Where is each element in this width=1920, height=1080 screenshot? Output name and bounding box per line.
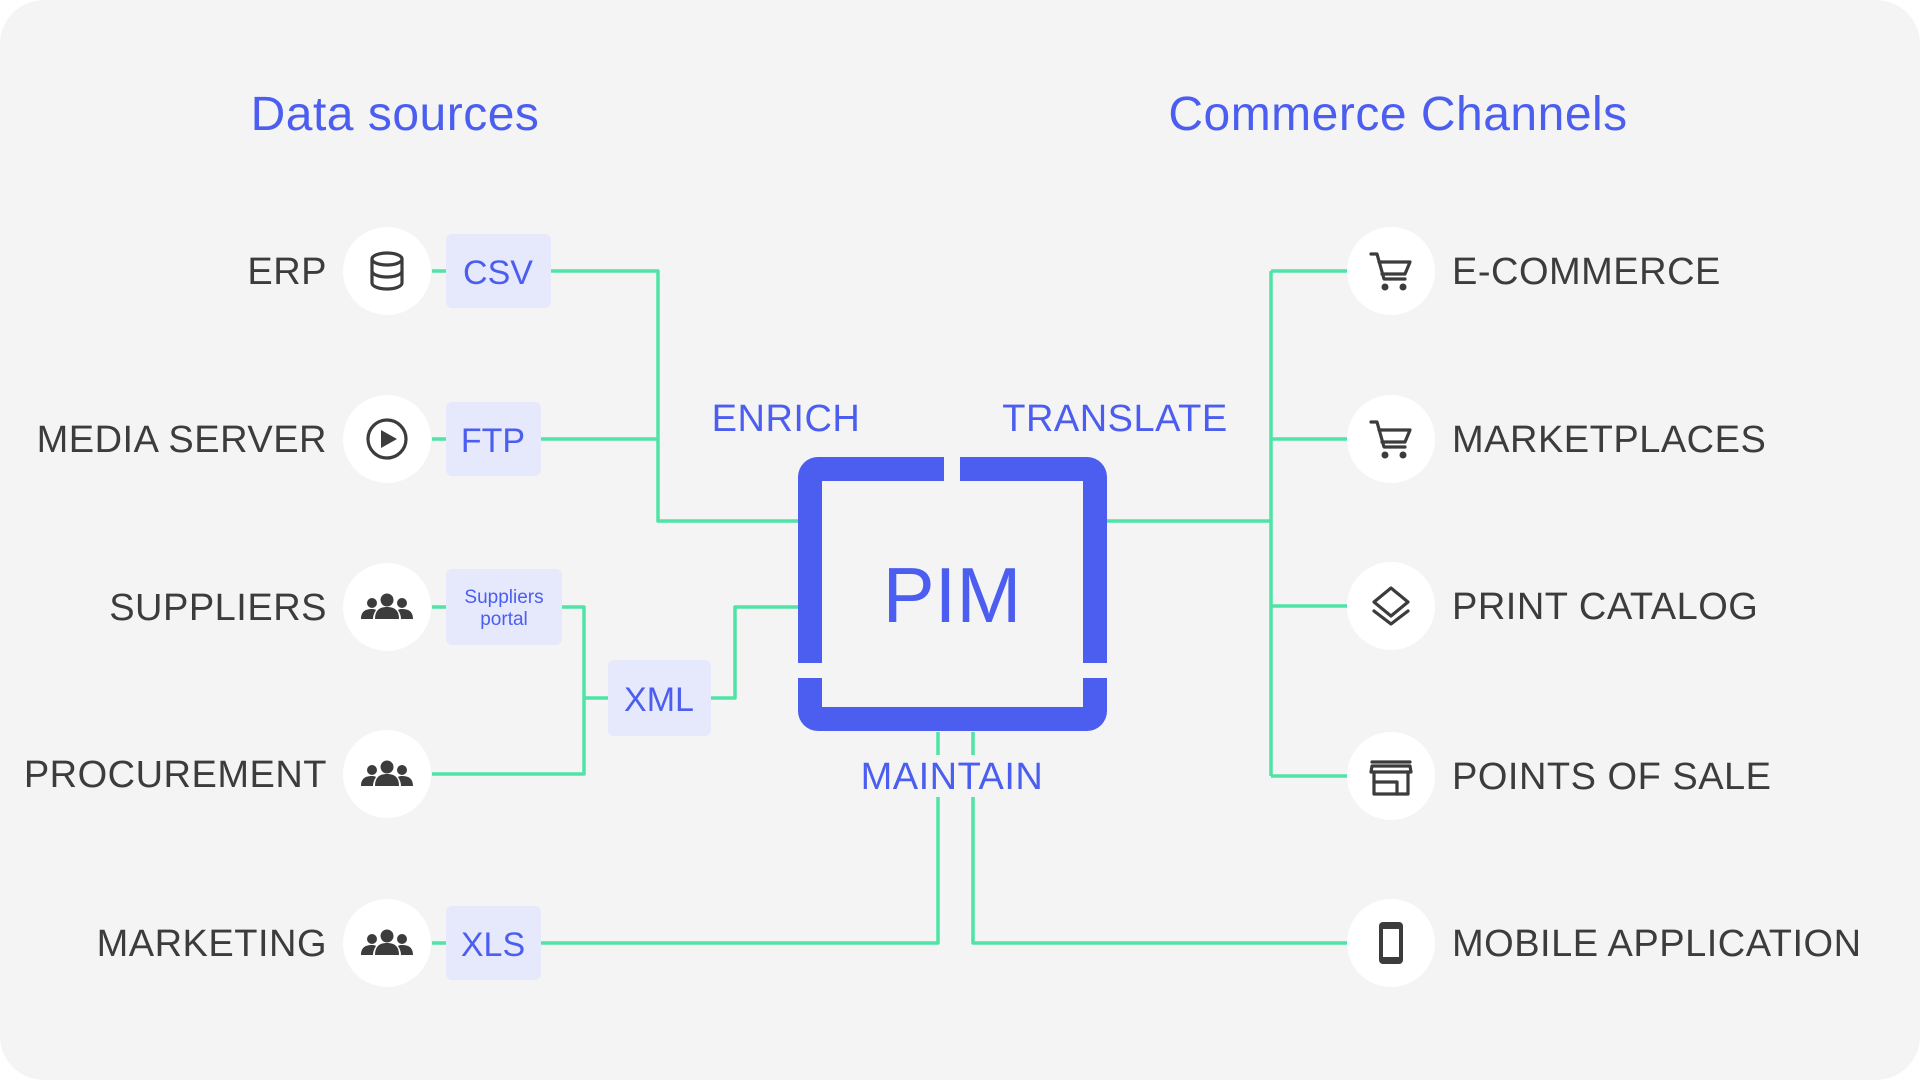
- source-icon-bg: [343, 227, 431, 315]
- source-label-procurement: PROCUREMENT: [24, 754, 327, 796]
- enrich-label: ENRICH: [712, 398, 861, 440]
- source-media-server: MEDIA SERVER FTP: [37, 395, 541, 483]
- data-sources-heading: Data sources: [251, 88, 540, 141]
- source-marketing: MARKETING XLS: [97, 899, 541, 987]
- channel-label-print-catalog: PRINT CATALOG: [1452, 586, 1758, 628]
- merge-xml: XML: [608, 660, 711, 736]
- translate-label: TRANSLATE: [1002, 398, 1228, 440]
- connector-csv-pim: [551, 269, 800, 523]
- format-tag-xml: [608, 660, 711, 736]
- channel-label-mobile-application: MOBILE APPLICATION: [1452, 923, 1862, 965]
- commerce-channels-heading: Commerce Channels: [1168, 88, 1627, 141]
- channel-label-ecommerce: E-COMMERCE: [1452, 251, 1721, 293]
- connector-pim-mobile: [971, 732, 1347, 945]
- channel-print-catalog: PRINT CATALOG: [1347, 562, 1758, 650]
- pim-frame-top-left: [798, 457, 944, 663]
- source-suppliers: SUPPLIERS Suppliers portal: [109, 563, 562, 651]
- source-procurement: PROCUREMENT: [24, 730, 431, 818]
- format-tag-csv-label: CSV: [463, 254, 533, 292]
- maintain-label-bg: [852, 755, 1052, 797]
- channel-label-points-of-sale: POINTS OF SALE: [1452, 756, 1772, 798]
- pim-frame-top-right: [960, 457, 1107, 663]
- format-tag-xml-label: XML: [624, 681, 694, 719]
- channel-mobile-application: MOBILE APPLICATION: [1347, 899, 1862, 987]
- connector-portal: [432, 605, 586, 776]
- smartphone-icon: [1379, 922, 1403, 964]
- source-label-media-server: MEDIA SERVER: [37, 419, 327, 461]
- pim-box: PIM: [798, 457, 1107, 731]
- format-tag-suppliers-line1: Suppliers: [464, 587, 543, 608]
- pim-frame-bottom: [798, 678, 1107, 731]
- pim-title: PIM: [883, 551, 1022, 639]
- connector-lines: [432, 269, 1347, 945]
- format-tag-ftp: [446, 402, 541, 476]
- channel-points-of-sale: POINTS OF SALE: [1347, 732, 1772, 820]
- channel-label-marketplaces: MARKETPLACES: [1452, 419, 1766, 461]
- format-tag-xls: [446, 906, 541, 980]
- source-erp: ERP CSV: [247, 227, 551, 315]
- channel-icon-bg: [1347, 227, 1435, 315]
- format-tag-suppliers-line2: portal: [480, 609, 528, 630]
- format-tag-xls-label: XLS: [461, 926, 525, 964]
- source-label-erp: ERP: [247, 251, 327, 293]
- format-tag-suppliers-portal: [446, 569, 562, 645]
- source-label-marketing: MARKETING: [97, 923, 327, 965]
- channel-icon-bg: [1347, 562, 1435, 650]
- connector-xls-pim: [541, 732, 940, 945]
- channel-icon-bg: [1347, 732, 1435, 820]
- connector-xml-pim: [711, 605, 800, 700]
- channel-icon-bg: [1347, 395, 1435, 483]
- format-tag-ftp-label: FTP: [461, 422, 525, 460]
- source-label-suppliers: SUPPLIERS: [109, 587, 327, 629]
- channel-marketplaces: MARKETPLACES: [1347, 395, 1766, 483]
- format-tag-csv: [446, 234, 551, 308]
- channel-ecommerce: E-COMMERCE: [1347, 227, 1721, 315]
- maintain-label: MAINTAIN: [861, 756, 1044, 798]
